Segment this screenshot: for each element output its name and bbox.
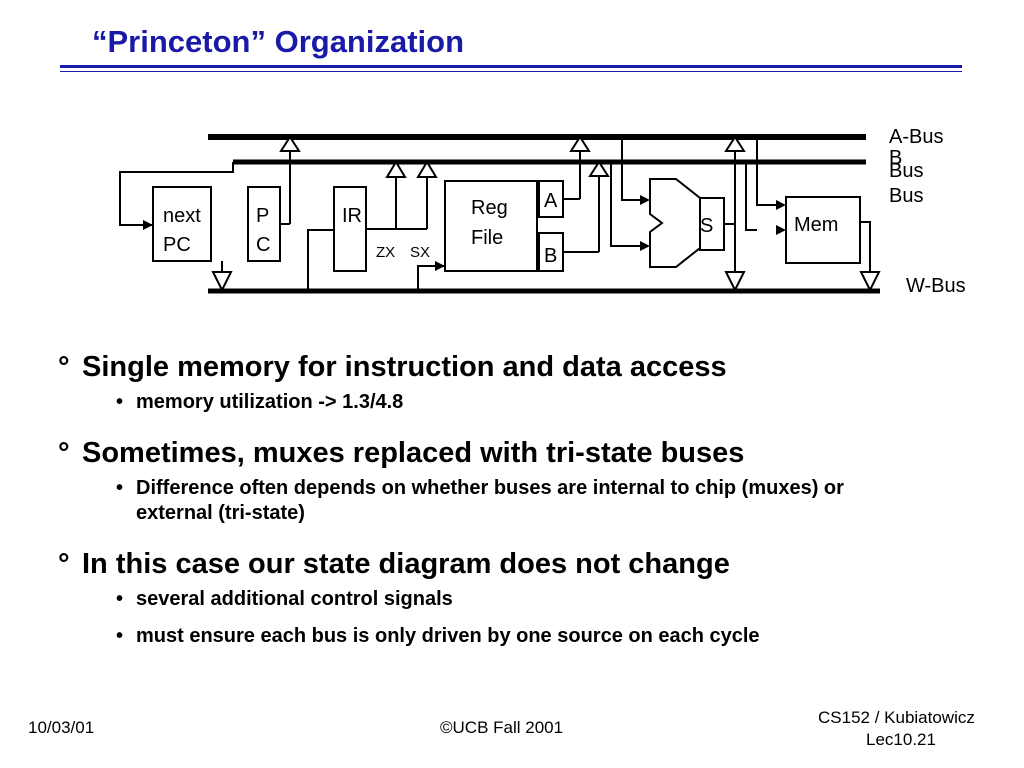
sub-bullet-text: several additional control signals bbox=[136, 588, 453, 610]
ir-label: IR bbox=[342, 205, 362, 227]
bullet-marker: ° bbox=[58, 548, 70, 580]
mem-label: Mem bbox=[794, 214, 838, 236]
bullet-marker: ° bbox=[58, 351, 70, 383]
sub-bullet: • memory utilization -> 1.3/4.8 bbox=[116, 390, 978, 415]
a-bus-label: A-Bus bbox=[889, 126, 943, 148]
bullet-text: Sometimes, muxes replaced with tri-state… bbox=[82, 437, 745, 469]
zx-label: ZX bbox=[376, 244, 395, 261]
alu-shape bbox=[649, 178, 701, 268]
reg-file-label-1: Reg bbox=[471, 197, 508, 219]
bullet-2: ° Sometimes, muxes replaced with tri-sta… bbox=[58, 437, 978, 470]
b-bus-overlap-label: Bus bbox=[889, 160, 923, 182]
w-bus-label: W-Bus bbox=[906, 275, 966, 297]
sub-bullet-text: must ensure each bus is only driven by o… bbox=[136, 625, 760, 647]
pc-block bbox=[247, 186, 281, 262]
footer-copyright: ©UCB Fall 2001 bbox=[440, 718, 564, 737]
reg-file-block bbox=[444, 180, 538, 272]
sub-bullet-marker: • bbox=[116, 588, 124, 610]
bullet-marker: ° bbox=[58, 437, 70, 469]
footer-course: CS152 / Kubiatowicz bbox=[818, 708, 975, 727]
b-bus-label-1: B bbox=[889, 147, 902, 169]
sub-bullet-text: Difference often depends on whether buse… bbox=[136, 477, 844, 524]
bullet-list: ° Single memory for instruction and data… bbox=[58, 345, 978, 649]
sx-label: SX bbox=[410, 244, 430, 261]
s-label: S bbox=[700, 215, 713, 237]
s-block bbox=[699, 197, 725, 251]
bullet-text: In this case our state diagram does not … bbox=[82, 548, 730, 580]
footer-lecture: Lec10.21 bbox=[866, 730, 936, 749]
reg-b-label: B bbox=[544, 245, 557, 267]
title-rule-thin bbox=[60, 71, 962, 72]
sub-bullet-marker: • bbox=[116, 477, 124, 499]
sub-bullet-marker: • bbox=[116, 625, 124, 647]
pc-label-2: C bbox=[256, 234, 270, 256]
reg-file-label-2: File bbox=[471, 227, 503, 249]
ir-block bbox=[333, 186, 367, 272]
next-pc-label-2: PC bbox=[163, 234, 191, 256]
sub-bullet: • several additional control signals bbox=[116, 587, 978, 612]
sub-bullet-text: memory utilization -> 1.3/4.8 bbox=[136, 391, 404, 413]
next-pc-label-1: next bbox=[163, 205, 201, 227]
bullet-1: ° Single memory for instruction and data… bbox=[58, 351, 978, 384]
sub-bullet: • Difference often depends on whether bu… bbox=[116, 476, 906, 526]
b-bus-label-2: Bus bbox=[889, 185, 923, 207]
mem-block bbox=[785, 196, 861, 264]
footer-date: 10/03/01 bbox=[28, 718, 95, 737]
bullet-3: ° In this case our state diagram does no… bbox=[58, 548, 978, 581]
slide-title: “Princeton” Organization bbox=[92, 24, 465, 59]
sub-bullet: • must ensure each bus is only driven by… bbox=[116, 624, 978, 649]
datapath-diagram: next PC P C IR ZX SX Reg File A B S Mem … bbox=[119, 126, 966, 297]
pc-label-1: P bbox=[256, 205, 269, 227]
sub-bullet-marker: • bbox=[116, 391, 124, 413]
title-rule bbox=[60, 65, 962, 68]
bullet-text: Single memory for instruction and data a… bbox=[82, 351, 727, 383]
reg-a-label: A bbox=[544, 190, 558, 212]
